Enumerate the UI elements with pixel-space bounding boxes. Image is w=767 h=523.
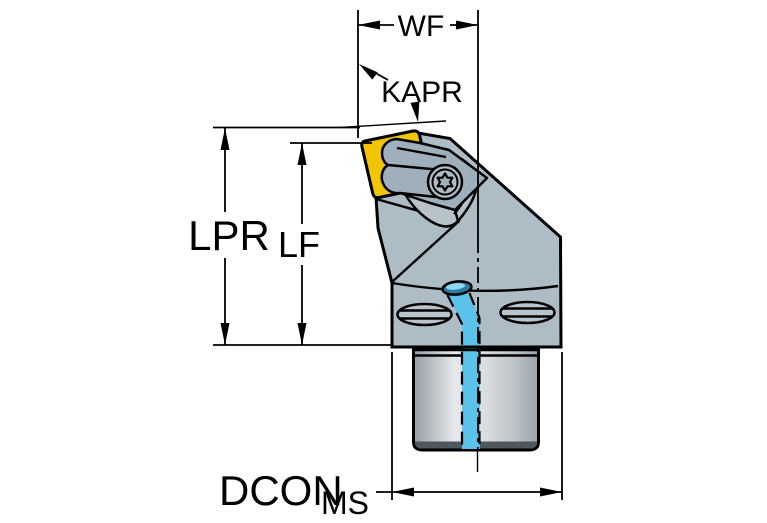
body-top-line [391,281,559,293]
dimension-lpr: LPR [188,126,360,345]
kapr-arrow-upper [359,64,378,80]
right-screw-slot [502,307,553,318]
wf-arrow-left [358,20,380,30]
insert-clamp-assembly [380,137,489,228]
left-set-screw [396,302,453,327]
dcon-sub-label: MS [321,485,369,521]
torx-inner-ring [431,168,459,196]
dimension-kapr: KAPR [339,64,463,129]
dcon-arrow-left [392,487,414,497]
right-screw-head [499,300,556,325]
coolant-duct [447,291,480,449]
torx-star [436,172,454,192]
lf-label: LF [278,224,320,265]
kapr-label: KAPR [381,76,463,109]
lpr-arrow-top [220,128,230,150]
wf-label: WF [398,10,445,43]
coolant-hidden-line-left [446,294,464,449]
clamp-tip-line [453,209,460,222]
dcon-label: DCON [219,467,343,514]
kapr-arrow-lower [410,101,420,122]
lpr-arrow-bottom [220,323,230,345]
coolant-channel [441,280,481,449]
lf-arrow-bottom [297,323,307,345]
lpr-label: LPR [188,212,270,259]
dcon-arrow-right [540,487,562,497]
right-set-screw [499,300,556,325]
kapr-angle-line [339,120,447,129]
dimension-lf: LF [278,142,372,345]
coolant-hole-highlight [446,283,465,290]
torx-screw [426,163,464,201]
dimension-wf: WF [357,10,478,138]
coolant-hidden-line-right [468,292,481,449]
lf-arrow-top [297,143,307,165]
dimension-dcon: DCON MS [219,352,563,521]
wf-arrow-right [456,20,478,30]
centerline [476,10,479,472]
left-screw-head [396,302,453,327]
left-screw-slot [399,309,450,320]
